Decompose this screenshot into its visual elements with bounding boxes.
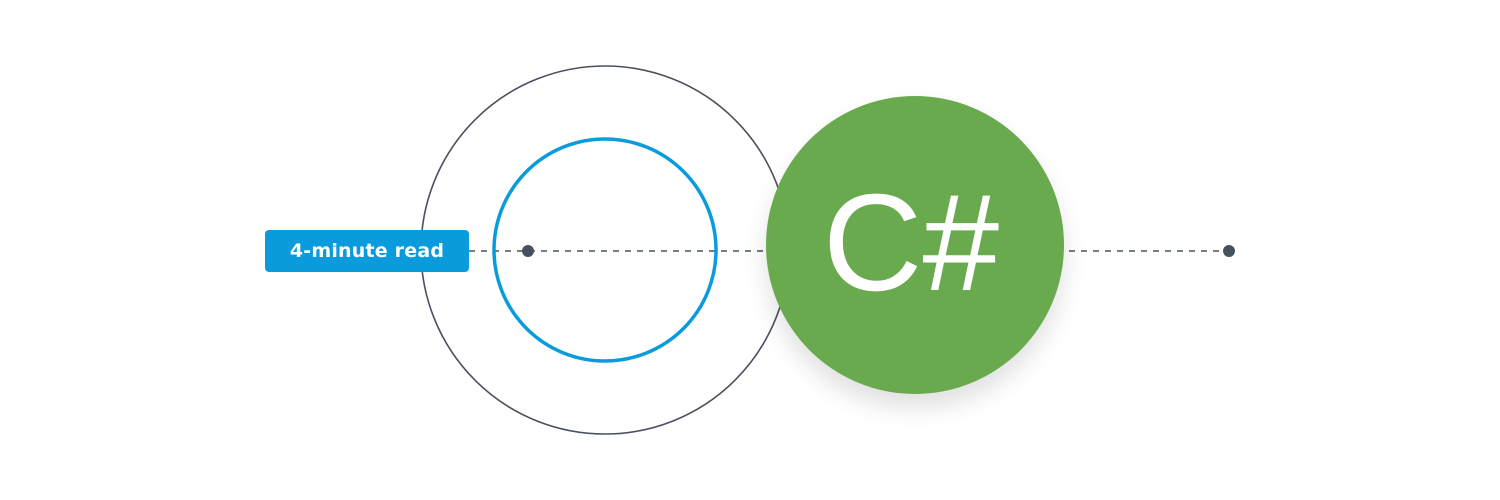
language-logo: C# [766, 96, 1064, 394]
read-time-badge: 4-minute read [265, 230, 469, 272]
end-dot [1223, 245, 1235, 257]
language-label: C# [822, 166, 1000, 320]
inner-ring [492, 137, 718, 363]
center-dot [522, 245, 534, 257]
read-time-label: 4-minute read [289, 240, 445, 262]
outer-ring [420, 65, 790, 435]
